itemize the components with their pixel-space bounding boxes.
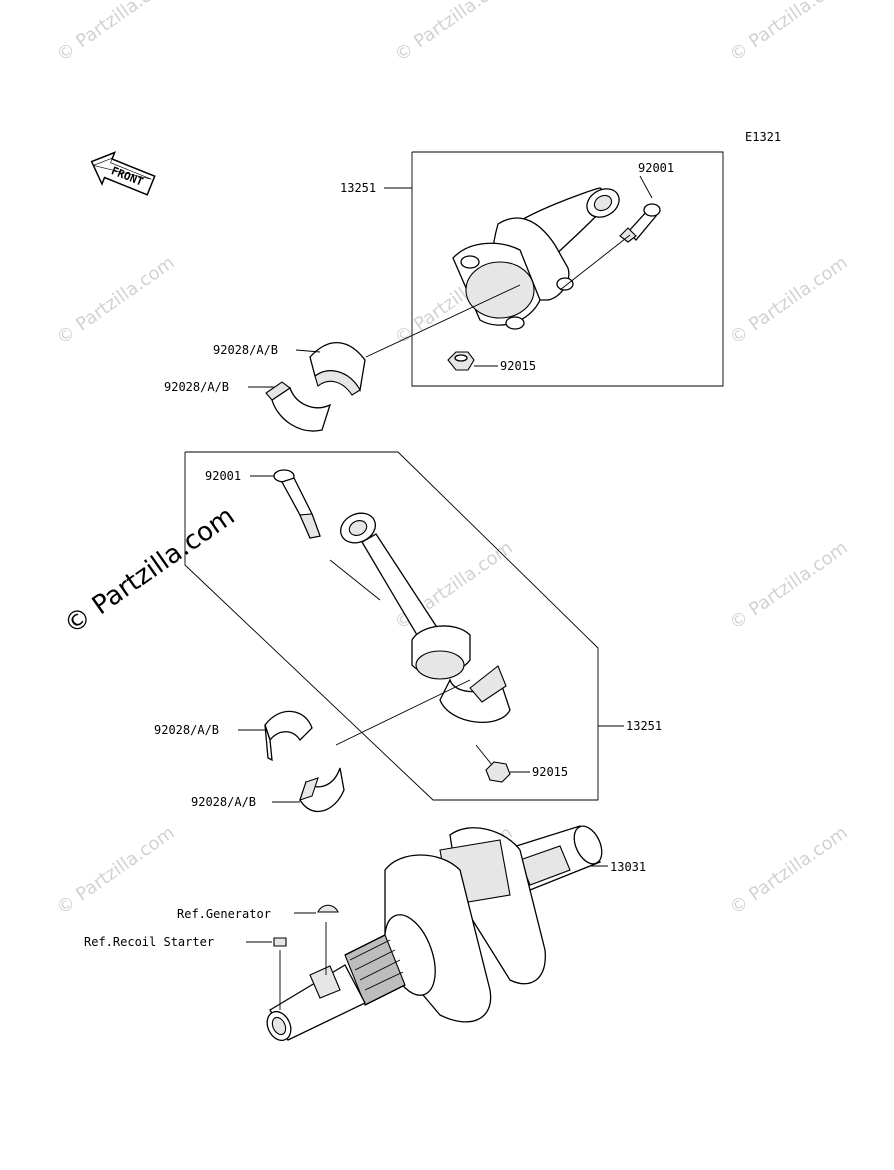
watermark: © Partzilla.com [53, 252, 179, 349]
watermark-large: © Partzilla.com [59, 501, 241, 641]
callout-ref-recoil-starter: Ref.Recoil Starter [84, 935, 214, 949]
watermark: © Partzilla.com [726, 252, 852, 349]
callout-92001-top: 92001 [638, 161, 674, 175]
callout-92015-top: 92015 [500, 359, 536, 373]
watermark: © Partzilla.com [726, 537, 852, 634]
rod-assembly-top-box: 13251 92001 92015 [340, 151, 724, 387]
bolt-top [619, 203, 661, 243]
bearing-shell-mid-1 [264, 710, 313, 762]
callout-92028-top-2: 92028/A/B [164, 380, 229, 394]
watermark: © Partzilla.com [53, 822, 179, 919]
watermark: © Partzilla.com [726, 822, 852, 919]
callout-92015-mid: 92015 [532, 765, 568, 779]
rod-assembly-mid-box: 13251 92001 92015 [184, 451, 662, 801]
connecting-rod-top [452, 187, 620, 330]
watermark: © Partzilla.com [726, 0, 852, 66]
callout-92028-top-1: 92028/A/B [213, 343, 278, 357]
bearing-shell-mid-2 [299, 767, 345, 812]
callout-13031: 13031 [610, 860, 646, 874]
watermark: © Partzilla.com [391, 0, 517, 66]
watermarks: © Partzilla.com © Partzilla.com © Partzi… [53, 0, 852, 919]
callout-92028-mid-1: 92028/A/B [154, 723, 219, 737]
woodruff-key-generator [317, 904, 339, 913]
bearing-cap-mid [439, 665, 511, 723]
front-arrow-icon: FRONT [90, 151, 156, 196]
callout-ref-generator: Ref.Generator [177, 907, 271, 921]
nut-mid [485, 761, 511, 783]
callout-13251-mid: 13251 [626, 719, 662, 733]
woodruff-key-recoil [273, 937, 287, 947]
bearing-shell-top-2 [265, 381, 332, 432]
bolt-mid [273, 469, 321, 539]
connecting-rod-mid [339, 512, 471, 680]
bearing-shell-top-1 [309, 341, 366, 396]
crankshaft [266, 825, 603, 1042]
callout-92001-mid: 92001 [205, 469, 241, 483]
gear [344, 934, 406, 1006]
diagram-code: E1321 [745, 130, 781, 144]
callout-92028-mid-2: 92028/A/B [191, 795, 256, 809]
nut-top [447, 351, 475, 371]
watermark: © Partzilla.com [53, 0, 179, 66]
callout-13251-top: 13251 [340, 181, 376, 195]
